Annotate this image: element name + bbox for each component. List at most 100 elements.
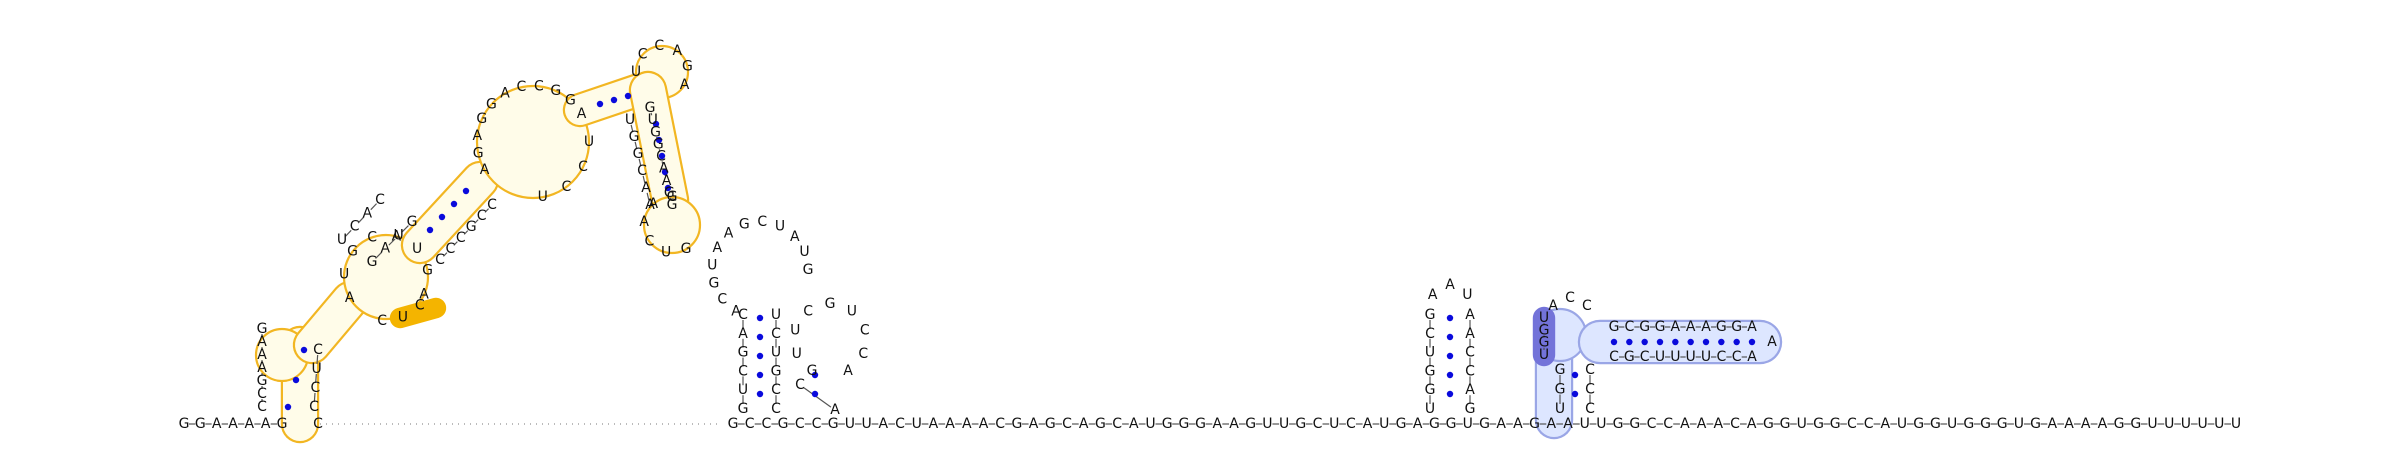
backbone-link: [453, 241, 458, 246]
yellow-nucleotide: C: [309, 399, 319, 415]
blue-nucleotide: A: [1548, 298, 1558, 314]
backbone-nucleotide: G: [1763, 416, 1774, 432]
hairpin-nucleotide: G: [1425, 382, 1436, 398]
backbone-nucleotide: G: [1429, 416, 1440, 432]
backbone-nucleotide: U: [912, 416, 922, 432]
backbone-nucleotide: G: [1780, 416, 1791, 432]
hairpin-nucleotide: A: [1428, 287, 1438, 303]
backbone-link: [370, 203, 377, 211]
blue-nucleotide: U: [1686, 349, 1696, 365]
yellow-nucleotide: G: [633, 146, 644, 162]
black-nucleotide: U: [792, 346, 802, 362]
black-nucleotide: U: [738, 382, 748, 398]
backbone-nucleotide: G: [828, 416, 839, 432]
base-pair-dot: [1687, 338, 1694, 346]
base-pair-dot: [292, 376, 300, 384]
orange-highlight: [392, 300, 444, 326]
yellow-nucleotide: A: [480, 162, 490, 178]
yellow-nucleotide: C: [435, 252, 445, 268]
backbone-nucleotide: U: [2197, 416, 2207, 432]
yellow-nucleotide: U: [337, 232, 347, 248]
backbone-nucleotide: G: [1396, 416, 1407, 432]
yellow-nucleotide: U: [398, 310, 408, 326]
backbone-nucleotide: C: [1313, 416, 1323, 432]
backbone-link: [634, 141, 638, 150]
black-nucleotide: C: [771, 382, 781, 398]
backbone-nucleotide: G: [1613, 416, 1624, 432]
backbone-nucleotide: A: [1413, 416, 1423, 432]
backbone-nucleotide: A: [1563, 416, 1573, 432]
backbone-nucleotide: A: [1029, 416, 1039, 432]
base-pair-dot: [596, 100, 604, 108]
base-pair-dot: [1702, 338, 1710, 346]
hairpin-nucleotide: G: [1465, 401, 1476, 417]
black-nucleotide: C: [771, 401, 781, 417]
yellow-nucleotide: C: [377, 313, 387, 329]
backbone-nucleotide: U: [2181, 416, 2191, 432]
yellow-nucleotide: C: [644, 233, 654, 249]
base-pair-dot: [1748, 338, 1756, 346]
black-nucleotide: C: [717, 292, 727, 308]
backbone-nucleotide: A: [1680, 416, 1690, 432]
backbone-nucleotide: A: [1363, 416, 1373, 432]
backbone-link: [345, 229, 352, 237]
backbone-link: [642, 175, 646, 184]
yellow-nucleotide: A: [641, 180, 651, 196]
base-pair-dot: [811, 371, 819, 379]
yellow-nucleotide: C: [477, 208, 487, 224]
black-nucleotide: C: [803, 303, 813, 319]
five-prime-nucleotide: G: [179, 416, 190, 432]
yellow-nucleotide: G: [667, 197, 678, 213]
yellow-nucleotide: A: [680, 77, 690, 93]
backbone-nucleotide: C: [1847, 416, 1857, 432]
yellow-nucleotide: G: [466, 219, 477, 235]
hairpin-nucleotide: C: [1465, 363, 1475, 379]
yellow-nucleotide: G: [667, 189, 678, 205]
yellow-nucleotide: U: [631, 64, 641, 80]
backbone-nucleotide: U: [1329, 416, 1339, 432]
yellow-nucleotide: C: [367, 229, 377, 245]
yellow-nucleotide: C: [638, 47, 648, 63]
backbone-link: [463, 230, 469, 235]
base-pair-dot: [756, 314, 764, 322]
hairpin-nucleotide: A: [1445, 277, 1455, 293]
base-pair-dot: [1446, 333, 1454, 341]
backbone-link: [803, 387, 832, 408]
blue-nucleotide: C: [1716, 349, 1726, 365]
yellow-nucleotide: C: [562, 179, 572, 195]
backbone-nucleotide: U: [1947, 416, 1957, 432]
backbone-nucleotide: A: [1129, 416, 1139, 432]
black-nucleotide: C: [860, 323, 870, 339]
base-pair-dot: [1626, 338, 1633, 346]
blue-nucleotide: G: [1539, 322, 1550, 338]
blue-nucleotide: G: [1609, 319, 1620, 335]
yellow-nucleotide: G: [407, 214, 418, 230]
yellow-nucleotide: C: [534, 78, 544, 94]
hairpin-nucleotide: A: [1465, 307, 1475, 323]
hairpin-nucleotide: U: [1462, 287, 1472, 303]
yellow-nucleotide: A: [257, 334, 267, 350]
black-nucleotide: A: [843, 363, 853, 379]
blue-nucleotide: C: [1609, 349, 1619, 365]
black-nucleotide: A: [731, 304, 741, 320]
backbone-link: [650, 112, 653, 116]
blue-nucleotide: A: [1747, 349, 1757, 365]
base-pair-dot: [655, 136, 663, 144]
backbone-nucleotide: A: [1213, 416, 1223, 432]
backbone-nucleotide: G: [1245, 416, 1256, 432]
backbone-link: [357, 216, 365, 224]
yellow-nucleotide: G: [257, 321, 268, 337]
backbone-nucleotide: G: [1045, 416, 1056, 432]
backbone-nucleotide: C: [795, 416, 805, 432]
base-pair-dot: [811, 390, 819, 398]
backbone-nucleotide: C: [1112, 416, 1122, 432]
backbone-nucleotide: C: [762, 416, 772, 432]
five-prime-nucleotide: A: [245, 416, 255, 432]
blue-nucleotide: U: [1670, 349, 1680, 365]
yellow-nucleotide: U: [394, 227, 404, 243]
yellow-nucleotide: U: [648, 112, 658, 128]
backbone-nucleotide: U: [1797, 416, 1807, 432]
backbone-nucleotide: G: [2130, 416, 2141, 432]
backbone-nucleotide: A: [945, 416, 955, 432]
yellow-nucleotide: G: [565, 92, 576, 108]
